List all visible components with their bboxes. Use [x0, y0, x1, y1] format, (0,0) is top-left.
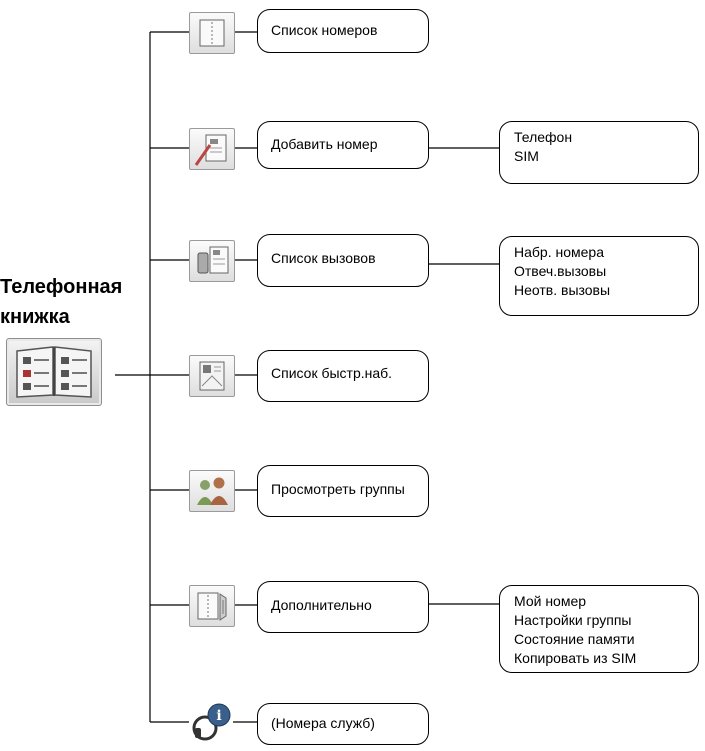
root-title: Телефонная книжка	[0, 270, 140, 334]
submenu-item[interactable]: Набр. номера	[514, 244, 604, 260]
menu-item-advanced[interactable]: Дополнительно	[257, 581, 429, 633]
menu-item-add-entry[interactable]: Добавить номер	[257, 121, 429, 169]
menu-item-label: Список номеров	[271, 22, 378, 38]
menu-item-label: Список быстр.наб.	[271, 365, 393, 381]
submenu-item[interactable]: Отвеч.вызовы	[514, 263, 607, 279]
submenu-item[interactable]: SIM	[514, 148, 539, 164]
submenu-item[interactable]: Мой номер	[514, 593, 587, 609]
submenu-item[interactable]: Состояние памяти	[514, 631, 635, 647]
submenu-call-log: Набр. номера Отвеч.вызовы Неотв. вызовы	[499, 236, 699, 316]
menu-item-label: Дополнительно	[271, 597, 372, 613]
submenu-item[interactable]: Неотв. вызовы	[514, 282, 611, 298]
menu-item-call-log[interactable]: Список вызовов	[257, 234, 429, 287]
submenu-add-entry: Телефон SIM	[499, 121, 699, 184]
svg-text:i: i	[216, 708, 221, 724]
menu-item-label: Просмотреть группы	[271, 481, 405, 497]
submenu-item[interactable]: Копировать из SIM	[514, 650, 637, 666]
menu-item-view-groups[interactable]: Просмотреть группы	[257, 465, 429, 517]
root-title-line1: Телефонная	[0, 276, 123, 298]
groups-icon[interactable]	[189, 470, 235, 512]
root-title-line2: книжка	[0, 306, 70, 328]
service-numbers-icon[interactable]: i	[189, 702, 233, 742]
submenu-advanced: Мой номер Настройки группы Состояние пам…	[499, 585, 699, 673]
menu-item-label: Список вызовов	[271, 250, 376, 266]
call-log-icon[interactable]	[189, 240, 235, 282]
menu-item-speed-dial[interactable]: Список быстр.наб.	[257, 350, 429, 402]
menu-item-service-numbers[interactable]: (Номера служб)	[257, 703, 429, 745]
add-entry-icon[interactable]	[189, 128, 235, 170]
submenu-item[interactable]: Телефон	[514, 129, 573, 145]
submenu-item[interactable]: Настройки группы	[514, 612, 632, 628]
phonebook-icon[interactable]	[6, 338, 102, 406]
menu-item-label: (Номера служб)	[271, 715, 375, 731]
menu-item-label: Добавить номер	[271, 136, 378, 152]
speed-dial-icon[interactable]	[189, 355, 235, 397]
advanced-icon[interactable]	[189, 585, 235, 627]
menu-item-phonebook-list[interactable]: Список номеров	[257, 9, 429, 53]
phonebook-list-icon[interactable]	[189, 12, 235, 54]
